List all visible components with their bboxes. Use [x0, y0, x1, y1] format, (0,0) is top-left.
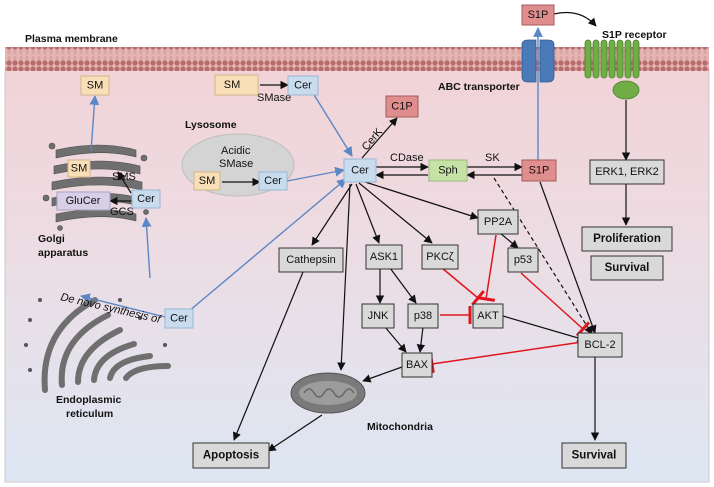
- smase-label: SMase: [257, 92, 291, 104]
- node-apoptosis-label: Apoptosis: [203, 450, 259, 462]
- node-cer-top: Cer: [287, 75, 319, 96]
- node-pkc: PKCζ: [421, 244, 459, 270]
- node-glucer-label: GluCer: [66, 195, 101, 207]
- node-bcl2: BCL-2: [577, 332, 623, 358]
- node-c1p-label: C1P: [391, 101, 412, 113]
- node-erk: ERK1, ERK2: [589, 159, 665, 185]
- er-label-1: Endoplasmic: [56, 394, 122, 406]
- node-akt: AKT: [472, 303, 504, 329]
- node-sm-top: SM: [214, 74, 259, 96]
- node-jnk-label: JNK: [368, 310, 389, 322]
- node-glucer: GluCer: [56, 191, 111, 211]
- golgi-label-2: apparatus: [38, 247, 88, 259]
- node-survival-bottom-label: Survival: [572, 450, 617, 462]
- node-sph: Sph: [428, 159, 468, 182]
- sms-label: SMS: [112, 171, 136, 183]
- node-cer-center-label: Cer: [351, 165, 369, 177]
- cdase-label: CDase: [390, 152, 424, 164]
- node-cer-golgi-label: Cer: [137, 193, 155, 205]
- dashed-arrow: [493, 177, 593, 335]
- node-p53-label: p53: [514, 254, 532, 266]
- node-bcl2-label: BCL-2: [584, 339, 615, 351]
- node-sm-left-label: SM: [87, 80, 104, 92]
- node-survival-top: Survival: [590, 255, 664, 281]
- node-survival-bottom: Survival: [561, 442, 627, 469]
- node-bax-label: BAX: [406, 359, 429, 371]
- node-sm-golgi: SM: [67, 159, 91, 178]
- lipid-bilayer: [5, 47, 709, 71]
- node-akt-label: AKT: [477, 310, 499, 322]
- node-cer-top-label: Cer: [294, 80, 312, 92]
- node-proliferation-label: Proliferation: [593, 233, 661, 245]
- node-s1p-mid-label: S1P: [529, 165, 550, 177]
- node-pp2a: PP2A: [477, 209, 519, 235]
- node-p38-label: p38: [414, 310, 432, 322]
- node-jnk: JNK: [361, 303, 395, 329]
- mitochondria-shape: [290, 372, 366, 414]
- node-cer-center: Cer: [343, 158, 377, 183]
- gcs-label: GCS: [110, 206, 134, 218]
- node-ask1: ASK1: [365, 244, 403, 270]
- node-cathepsin: Cathepsin: [278, 247, 344, 273]
- acidic-smase-label-1: Acidic: [221, 145, 251, 157]
- node-sm-left: SM: [80, 75, 110, 96]
- golgi-label-1: Golgi: [38, 233, 65, 245]
- node-ask1-label: ASK1: [370, 251, 398, 263]
- abc-transporter-shape: [521, 39, 555, 83]
- node-s1p-top: S1P: [521, 4, 555, 26]
- node-apoptosis: Apoptosis: [192, 442, 270, 469]
- node-p38: p38: [407, 303, 439, 329]
- node-pp2a-label: PP2A: [484, 216, 513, 228]
- blue-arrows: [80, 27, 543, 323]
- mitochondria-label: Mitochondria: [367, 421, 433, 433]
- acidic-smase-label-2: SMase: [219, 158, 253, 170]
- node-c1p: C1P: [385, 95, 419, 118]
- endoplasmic-reticulum-shape: [41, 297, 171, 393]
- node-cer-er-label: Cer: [170, 313, 188, 325]
- inhibition-arrows: [429, 234, 591, 374]
- plasma-membrane-label: Plasma membrane: [25, 33, 118, 45]
- node-sm-lyso: SM: [193, 171, 221, 191]
- node-bax: BAX: [401, 352, 433, 378]
- node-p53: p53: [507, 247, 539, 273]
- abc-transporter-label: ABC transporter: [438, 81, 520, 93]
- node-s1p-mid: S1P: [521, 159, 557, 182]
- node-proliferation: Proliferation: [581, 226, 673, 252]
- node-cer-lyso-label: Cer: [264, 175, 282, 187]
- er-label-2: reticulum: [66, 408, 113, 420]
- node-sm-top-label: SM: [224, 79, 241, 91]
- node-erk-label: ERK1, ERK2: [595, 166, 659, 178]
- node-sph-label: Sph: [438, 165, 458, 177]
- node-pkc-label: PKCζ: [426, 251, 454, 263]
- node-cer-golgi: Cer: [131, 189, 161, 209]
- node-s1p-top-label: S1P: [528, 9, 549, 21]
- node-cer-er: Cer: [164, 308, 194, 329]
- s1p-receptor-shape: [584, 39, 640, 100]
- node-sm-golgi-label: SM: [71, 163, 88, 175]
- sk-label: SK: [485, 152, 500, 164]
- black-arrows: [109, 11, 631, 452]
- node-sm-lyso-label: SM: [199, 175, 216, 187]
- s1p-receptor-label: S1P receptor: [602, 29, 667, 41]
- lysosome-label: Lysosome: [185, 119, 237, 131]
- node-survival-top-label: Survival: [605, 262, 650, 274]
- node-cer-lyso: Cer: [258, 171, 288, 191]
- node-cathepsin-label: Cathepsin: [286, 254, 336, 266]
